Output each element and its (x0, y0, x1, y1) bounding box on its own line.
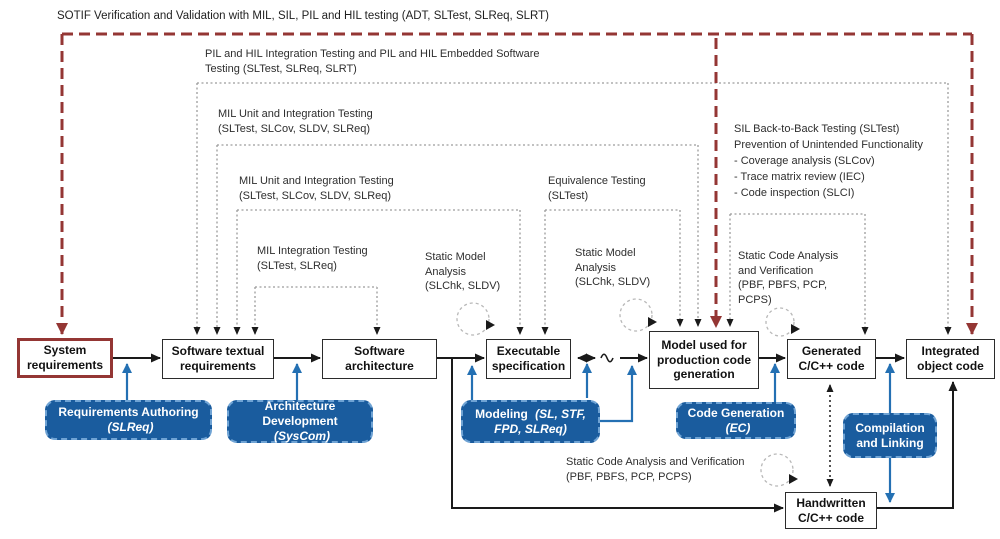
box-system-requirements-label: System requirements (26, 343, 104, 372)
process-architecture-development-label: Architecture Development (262, 399, 338, 428)
annotation-equivalence-testing: Equivalence Testing (SLTest) (548, 175, 646, 202)
process-code-generation-label: Code Generation (687, 405, 785, 420)
box-software-textual-requirements-label: Software textual requirements (171, 344, 265, 373)
annotation-sil-back-to-back: SIL Back-to-Back Testing (SLTest) Preven… (734, 123, 923, 199)
box-handwritten-code-label: Handwritten C/C++ code (796, 495, 866, 525)
annotation-mil-integration: MIL Integration Testing (SLTest, SLReq) (257, 245, 368, 272)
box-executable-specification: Executable specification (486, 339, 571, 379)
annotation-mil-unit-inner: MIL Unit and Integration Testing (SLTest… (239, 175, 394, 202)
process-compilation-linking: Compilation and Linking (843, 413, 937, 458)
process-modeling-tool: (SL, STF, FPD, SLReq) (494, 406, 586, 436)
box-software-textual-requirements: Software textual requirements (162, 339, 274, 379)
annotation-static-code-lower: Static Code Analysis and Verification (P… (566, 456, 745, 483)
annotation-static-model-left: Static Model Analysis (SLChk, SLDV) (425, 251, 501, 293)
main-flow-arrows (113, 353, 958, 513)
process-architecture-development: Architecture Development (SysCom) (227, 399, 373, 443)
process-modeling: Modeling (SL, STF, FPD, SLReq) (461, 400, 600, 443)
process-code-generation: Code Generation (EC) (676, 402, 796, 439)
box-model-used-for-codegen-label: Model used for production code generatio… (657, 338, 751, 382)
process-requirements-authoring: Requirements Authoring (SLReq) (45, 400, 212, 440)
test-scope-staples (193, 82, 952, 335)
box-integrated-object-code: Integrated object code (906, 339, 995, 379)
box-generated-code: Generated C/C++ code (787, 339, 876, 379)
process-code-generation-tool: (EC) (725, 420, 751, 435)
process-requirements-authoring-tool: (SLReq) (107, 420, 154, 434)
box-executable-specification-label: Executable specification (491, 344, 566, 373)
process-arrows (122, 363, 895, 503)
sotif-vv-route (56, 32, 978, 335)
annotation-mil-unit-outer: MIL Unit and Integration Testing (SLTest… (218, 108, 373, 135)
process-requirements-authoring-label: Requirements Authoring (58, 405, 199, 419)
box-integrated-object-code-label: Integrated object code (917, 344, 984, 373)
process-modeling-label: Modeling (475, 406, 528, 421)
box-system-requirements: System requirements (17, 338, 113, 378)
box-software-architecture: Software architecture (322, 339, 437, 379)
box-model-used-for-codegen: Model used for production code generatio… (649, 331, 759, 389)
self-loop-icons (456, 298, 800, 487)
box-generated-code-label: Generated C/C++ code (798, 344, 865, 373)
process-compilation-linking-label: Compilation and Linking (855, 420, 925, 450)
annotation-static-model-right: Static Model Analysis (SLChk, SLDV) (575, 247, 651, 289)
process-architecture-development-tool: (SysCom) (273, 429, 330, 443)
annotation-pil-hil-testing: PIL and HIL Integration Testing and PIL … (205, 48, 540, 75)
box-software-architecture-label: Software architecture (345, 344, 414, 373)
diagram-title: SOTIF Verification and Validation with M… (57, 10, 549, 22)
annotation-static-code-upper: Static Code Analysis and Verification (P… (738, 250, 839, 306)
box-handwritten-code: Handwritten C/C++ code (785, 492, 877, 529)
